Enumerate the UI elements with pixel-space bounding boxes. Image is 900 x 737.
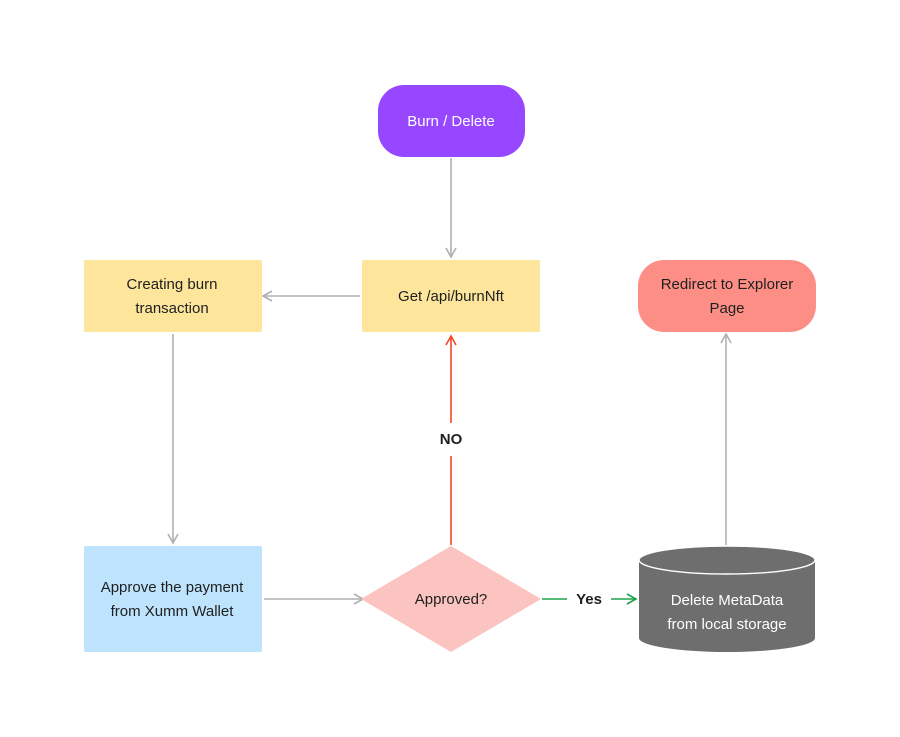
node-redirect-explorer: Redirect to Explorer Page <box>638 260 816 332</box>
edges <box>167 158 732 605</box>
edge-label-yes: Yes <box>576 591 602 608</box>
node-creating-tx-shape <box>84 260 262 332</box>
node-delete-metadata-label-line2: from local storage <box>667 616 786 633</box>
node-approve-payment-label-line2: from Xumm Wallet <box>111 603 235 620</box>
node-creating-burn-transaction: Creating burn transaction <box>84 260 262 332</box>
node-delete-metadata-label-line1: Delete MetaData <box>671 592 784 609</box>
node-burn-delete-label: Burn / Delete <box>407 113 495 130</box>
node-delete-metadata: Delete MetaData from local storage <box>638 545 816 652</box>
node-approved-label: Approved? <box>415 591 488 608</box>
node-redirect-label-line2: Page <box>709 300 744 317</box>
node-creating-tx-label-line2: transaction <box>135 300 208 317</box>
node-burn-delete-shape <box>378 85 525 157</box>
node-get-api-burn-nft: Get /api/burnNft <box>362 260 540 332</box>
node-approve-payment: Approve the payment from Xumm Wallet <box>84 546 262 652</box>
node-redirect-shape <box>638 260 816 332</box>
node-approved-diamond-shape <box>361 546 541 652</box>
node-creating-tx-label-line1: Creating burn <box>127 276 218 293</box>
node-get-api-shape <box>362 260 540 332</box>
node-delete-metadata-cylinder-body <box>639 560 815 652</box>
node-get-api-label: Get /api/burnNft <box>398 288 505 305</box>
edge-label-no: NO <box>440 431 463 448</box>
node-approved-decision: Approved? <box>361 546 541 652</box>
node-burn-delete: Burn / Delete <box>378 85 525 157</box>
node-approve-payment-label-line1: Approve the payment <box>101 579 244 596</box>
node-redirect-label-line1: Redirect to Explorer <box>661 276 794 293</box>
node-approve-payment-shape <box>84 546 262 652</box>
node-delete-metadata-cylinder-top <box>638 545 816 575</box>
